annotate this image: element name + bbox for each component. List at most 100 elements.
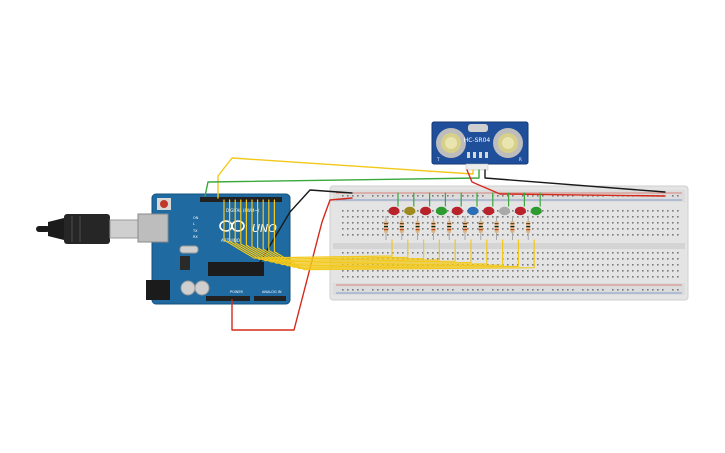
hole [537,216,539,218]
hole [462,258,464,260]
hole [432,276,434,278]
hole [397,234,399,236]
hole [462,210,464,212]
hole [422,216,424,218]
signal-wire [223,199,393,259]
resistor [415,216,420,240]
hole [552,264,554,266]
hole [387,234,389,236]
power-header [206,296,250,301]
hole [357,210,359,212]
hole [447,258,449,260]
hole [642,258,644,260]
hole [657,252,659,254]
hole [377,270,379,272]
hole [652,258,654,260]
hole [367,252,369,254]
hole [492,228,494,230]
hole [442,270,444,272]
hole [622,270,624,272]
hole [467,258,469,260]
hole [672,210,674,212]
reset-button[interactable] [160,200,168,208]
resistor [526,216,531,240]
hole [537,228,539,230]
hole [542,264,544,266]
hole [372,222,374,224]
hole [547,264,549,266]
hole [627,234,629,236]
hole [512,270,514,272]
hole [567,264,569,266]
hole [522,234,524,236]
wire-trig [217,157,474,199]
hole [532,216,534,218]
hole [507,270,509,272]
resistor [478,216,483,240]
signal-wire [268,199,519,269]
hole [612,216,614,218]
hole [597,270,599,272]
hole [497,210,499,212]
hole [507,216,509,218]
hole [402,234,404,236]
hole [637,216,639,218]
hole [527,289,529,291]
hole [612,222,614,224]
hole [477,258,479,260]
hole [522,228,524,230]
hole [392,228,394,230]
hole [612,228,614,230]
hole [342,234,344,236]
hole [467,195,469,197]
hole [422,289,424,291]
resistor [399,216,404,240]
hole [642,289,644,291]
hole [517,234,519,236]
hole [672,222,674,224]
hole [632,258,634,260]
hole [677,222,679,224]
hole [552,222,554,224]
hole [642,264,644,266]
hole [507,289,509,291]
hole [597,289,599,291]
hole [487,222,489,224]
hole [347,216,349,218]
hole [532,252,534,254]
wire-echo [204,169,480,197]
hole [562,264,564,266]
hole [467,264,469,266]
hole [647,228,649,230]
hole [407,195,409,197]
hole [482,252,484,254]
hole [522,195,524,197]
hole [672,276,674,278]
tx-label: TX [192,229,198,233]
hole [362,270,364,272]
hole [587,210,589,212]
hole [582,195,584,197]
hole [352,252,354,254]
hole [372,234,374,236]
hole [492,289,494,291]
sensor-pins [465,152,489,171]
hole [602,222,604,224]
hole [447,216,449,218]
hole [592,289,594,291]
hole [502,270,504,272]
hole [527,276,529,278]
hole [657,210,659,212]
hole [602,258,604,260]
hole [662,252,664,254]
hole [447,252,449,254]
hole [617,276,619,278]
hole [562,234,564,236]
hole [417,210,419,212]
hole [477,234,479,236]
led-5 [451,206,463,216]
hole [632,228,634,230]
hole [557,289,559,291]
hole [652,264,654,266]
hole [427,252,429,254]
